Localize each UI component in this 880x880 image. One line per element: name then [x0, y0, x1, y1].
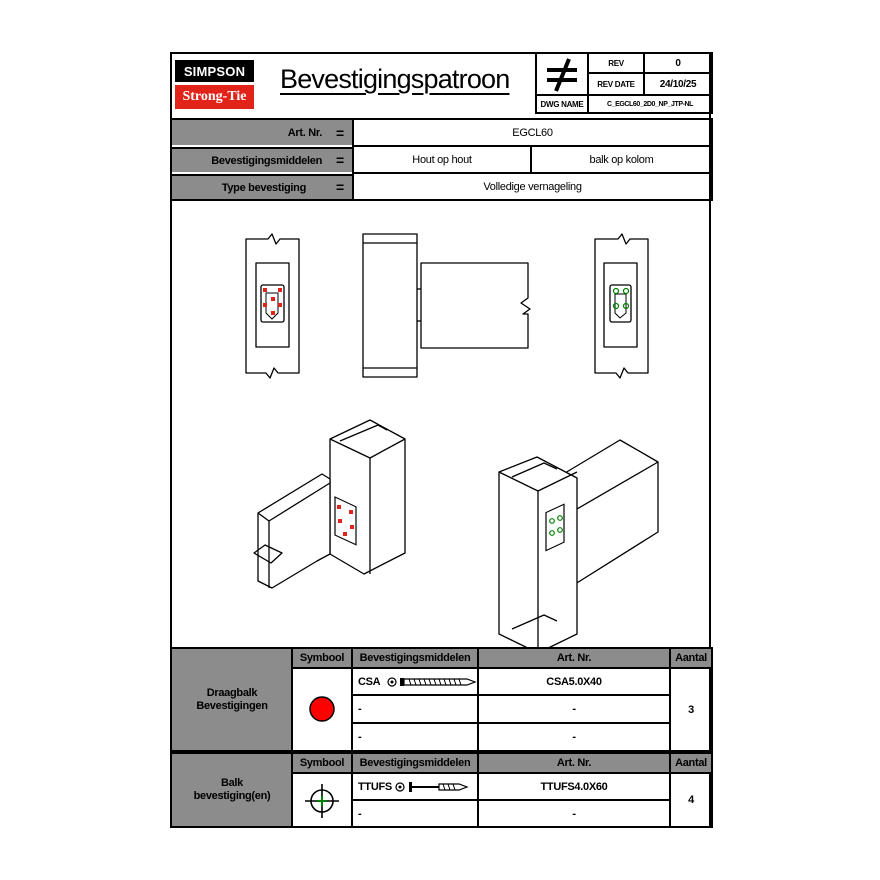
table1-col-art: Art. Nr. [477, 647, 671, 669]
table1-row1-art: CSA5.0X40 [477, 667, 671, 696]
table1-row2-fastener: - [351, 694, 479, 724]
art-value: EGCL60 [352, 118, 713, 147]
not-equal-icon [547, 58, 577, 92]
table2-row1-art: TTUFS4.0X60 [477, 772, 671, 801]
fastener-eq: = [336, 151, 344, 168]
screw-icon [395, 782, 469, 792]
table2-col-qty: Aantal [669, 752, 713, 774]
table2-col-fastener: Bevestigingsmiddelen [351, 752, 479, 774]
fastener-value-2: balk op kolom [530, 145, 713, 174]
rev-label: REV [587, 52, 645, 74]
table2-symbol-cell [291, 772, 353, 828]
table1-section-title: Draagbalk Bevestigingen [172, 649, 292, 750]
fastener-name: TTUFS [358, 780, 392, 793]
side-view [362, 233, 531, 378]
table2-row2-fastener: - [351, 799, 479, 828]
rev-value: 0 [643, 52, 713, 74]
isometric-view-left [253, 419, 406, 589]
table2-section-title: Balk bevestiging(en) [172, 754, 292, 826]
crosshair-icon [305, 784, 339, 818]
table1-symbol-cell [291, 667, 353, 752]
front-view-left [245, 233, 300, 379]
technical-drawing [245, 233, 659, 654]
table2-row1-fastener: TTUFS [351, 772, 479, 801]
isometric-view-right [498, 439, 659, 654]
table2-row2-art: - [477, 799, 671, 828]
drawing-sheet: SIMPSON Strong-Tie Bevestigingspatroon D… [170, 52, 713, 828]
front-view-right [594, 233, 649, 379]
art-label: Art. Nr. [172, 120, 352, 145]
type-label: Type bevestiging [172, 174, 352, 199]
table1-col-qty: Aantal [669, 647, 713, 669]
screw-icon [387, 677, 477, 687]
fastener-name: CSA [358, 675, 381, 688]
symbol-cell [535, 52, 589, 96]
rev-date-value: 24/10/25 [643, 72, 713, 96]
table2-col-symbol: Symbool [291, 752, 353, 774]
dwg-name-value: C_EGCL60_2D0_NP_JTP-NL [587, 94, 713, 114]
fastener-value-1: Hout op hout [352, 145, 532, 174]
table1-row1-fastener: CSA [351, 667, 479, 696]
red-dot-icon [309, 696, 335, 722]
fastener-label: Bevestigingsmiddelen [172, 147, 352, 172]
table1-col-symbol: Symbool [291, 647, 353, 669]
page-title: Bevestigingspatroon [280, 64, 510, 94]
brand-top: SIMPSON [175, 60, 254, 82]
table2-col-art: Art. Nr. [477, 752, 671, 774]
table1-qty: 3 [669, 667, 713, 752]
dwg-name-label: DWG NAME [535, 94, 589, 114]
art-eq: = [336, 124, 344, 141]
brand-logo: SIMPSON Strong-Tie [175, 60, 254, 110]
rev-date-label: REV DATE [587, 72, 645, 96]
table2-qty: 4 [669, 772, 713, 828]
brand-bottom: Strong-Tie [175, 85, 254, 109]
table1-row3-art: - [477, 722, 671, 752]
table1-row3-fastener: - [351, 722, 479, 752]
type-eq: = [336, 178, 344, 195]
type-value: Volledige vernageling [352, 172, 713, 201]
table1-row2-art: - [477, 694, 671, 724]
table1-col-fastener: Bevestigingsmiddelen [351, 647, 479, 669]
